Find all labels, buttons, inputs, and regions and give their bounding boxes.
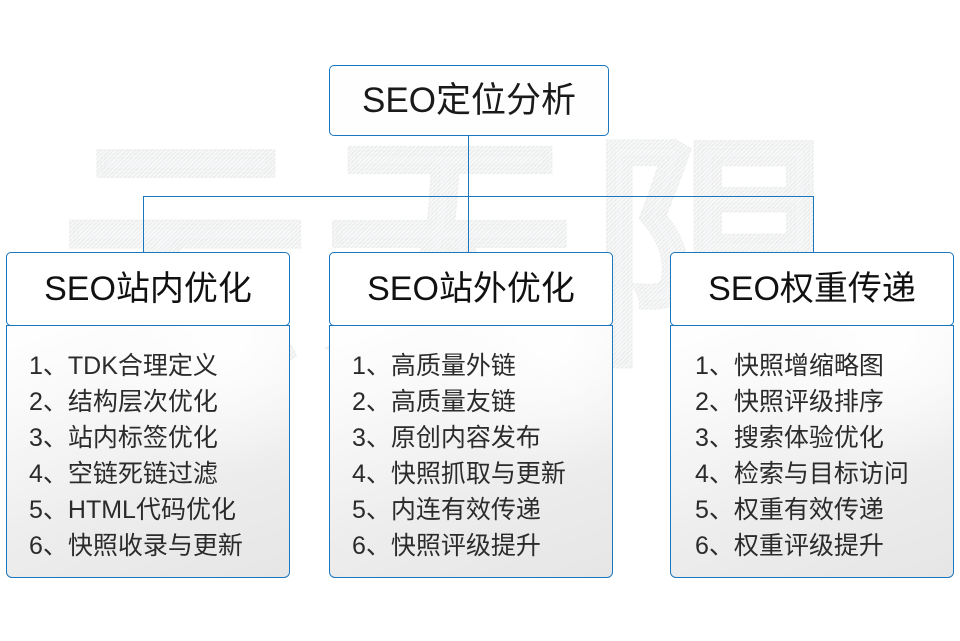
list-item: 5、HTML代码优化 bbox=[29, 496, 236, 524]
branch-body-3: 1、快照增缩略图 2、快照评级排序 3、搜索体验优化 4、检索与目标访问 5、权… bbox=[670, 325, 954, 578]
branch-header-1[interactable]: SEO站内优化 bbox=[6, 252, 290, 326]
list-item: 1、TDK合理定义 bbox=[29, 352, 218, 380]
branch-body-2: 1、高质量外链 2、高质量友链 3、原创内容发布 4、快照抓取与更新 5、内连有… bbox=[329, 325, 613, 578]
branch-header-3[interactable]: SEO权重传递 bbox=[670, 252, 954, 326]
branch-header-label-1: SEO站内优化 bbox=[44, 270, 252, 308]
list-item: 4、快照抓取与更新 bbox=[352, 460, 566, 488]
list-item: 2、结构层次优化 bbox=[29, 388, 218, 416]
branch-list-1: 1、TDK合理定义 2、结构层次优化 3、站内标签优化 4、空链死链过滤 5、H… bbox=[7, 348, 289, 564]
connector-drop-col-2 bbox=[468, 196, 469, 253]
list-item: 5、权重有效传递 bbox=[695, 496, 884, 524]
list-item: 6、快照收录与更新 bbox=[29, 532, 243, 560]
list-item: 4、检索与目标访问 bbox=[695, 460, 909, 488]
connector-drop-col-1 bbox=[143, 196, 144, 253]
branch-column-1: SEO站内优化 1、TDK合理定义 2、结构层次优化 3、站内标签优化 4、空链… bbox=[6, 252, 290, 578]
connector-horizontal-bar bbox=[143, 196, 814, 197]
branch-header-label-2: SEO站外优化 bbox=[367, 270, 575, 308]
list-item: 3、搜索体验优化 bbox=[695, 424, 884, 452]
branch-header-label-3: SEO权重传递 bbox=[708, 270, 916, 308]
branch-body-1: 1、TDK合理定义 2、结构层次优化 3、站内标签优化 4、空链死链过滤 5、H… bbox=[6, 325, 290, 578]
root-node[interactable]: SEO定位分析 bbox=[329, 65, 609, 136]
branch-list-2: 1、高质量外链 2、高质量友链 3、原创内容发布 4、快照抓取与更新 5、内连有… bbox=[330, 348, 612, 564]
list-item: 3、原创内容发布 bbox=[352, 424, 541, 452]
list-item: 6、权重评级提升 bbox=[695, 532, 884, 560]
branch-list-3: 1、快照增缩略图 2、快照评级排序 3、搜索体验优化 4、检索与目标访问 5、权… bbox=[671, 348, 953, 564]
list-item: 4、空链死链过滤 bbox=[29, 460, 218, 488]
list-item: 5、内连有效传递 bbox=[352, 496, 541, 524]
list-item: 1、快照增缩略图 bbox=[695, 352, 884, 380]
branch-column-3: SEO权重传递 1、快照增缩略图 2、快照评级排序 3、搜索体验优化 4、检索与… bbox=[670, 252, 954, 578]
list-item: 1、高质量外链 bbox=[352, 352, 516, 380]
list-item: 2、快照评级排序 bbox=[695, 388, 884, 416]
connector-root-stem bbox=[468, 136, 469, 197]
root-node-label: SEO定位分析 bbox=[362, 81, 576, 120]
branch-column-2: SEO站外优化 1、高质量外链 2、高质量友链 3、原创内容发布 4、快照抓取与… bbox=[329, 252, 613, 578]
list-item: 2、高质量友链 bbox=[352, 388, 516, 416]
connector-drop-col-3 bbox=[813, 196, 814, 253]
branch-header-2[interactable]: SEO站外优化 bbox=[329, 252, 613, 326]
list-item: 3、站内标签优化 bbox=[29, 424, 218, 452]
list-item: 6、快照评级提升 bbox=[352, 532, 541, 560]
